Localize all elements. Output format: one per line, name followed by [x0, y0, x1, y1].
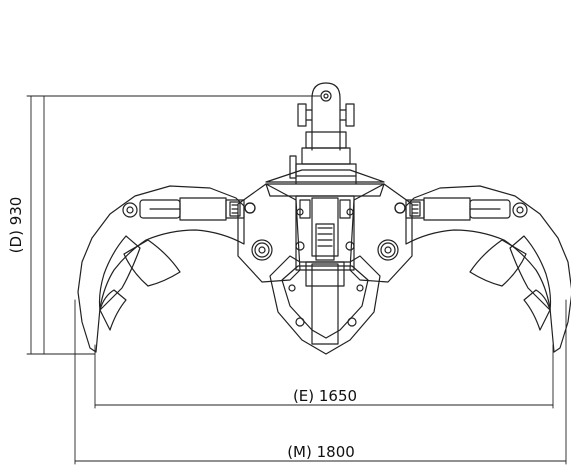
dimension-m-label: (M) 1800 [287, 443, 355, 461]
left-jaw [77, 185, 273, 353]
dimension-e-label: (E) 1650 [293, 387, 357, 405]
dimension-d-label: (D) 930 [7, 197, 25, 254]
right-jaw [377, 185, 571, 353]
dimension-d-lines [26, 95, 321, 355]
left-hydraulic-cylinder [139, 197, 256, 221]
rotator-housing [265, 155, 385, 185]
dimension-e-lines [94, 344, 554, 409]
top-hook-bracket [297, 82, 355, 165]
right-hydraulic-cylinder [394, 197, 511, 221]
center-frame [237, 183, 413, 355]
dimension-m-lines [74, 299, 567, 465]
